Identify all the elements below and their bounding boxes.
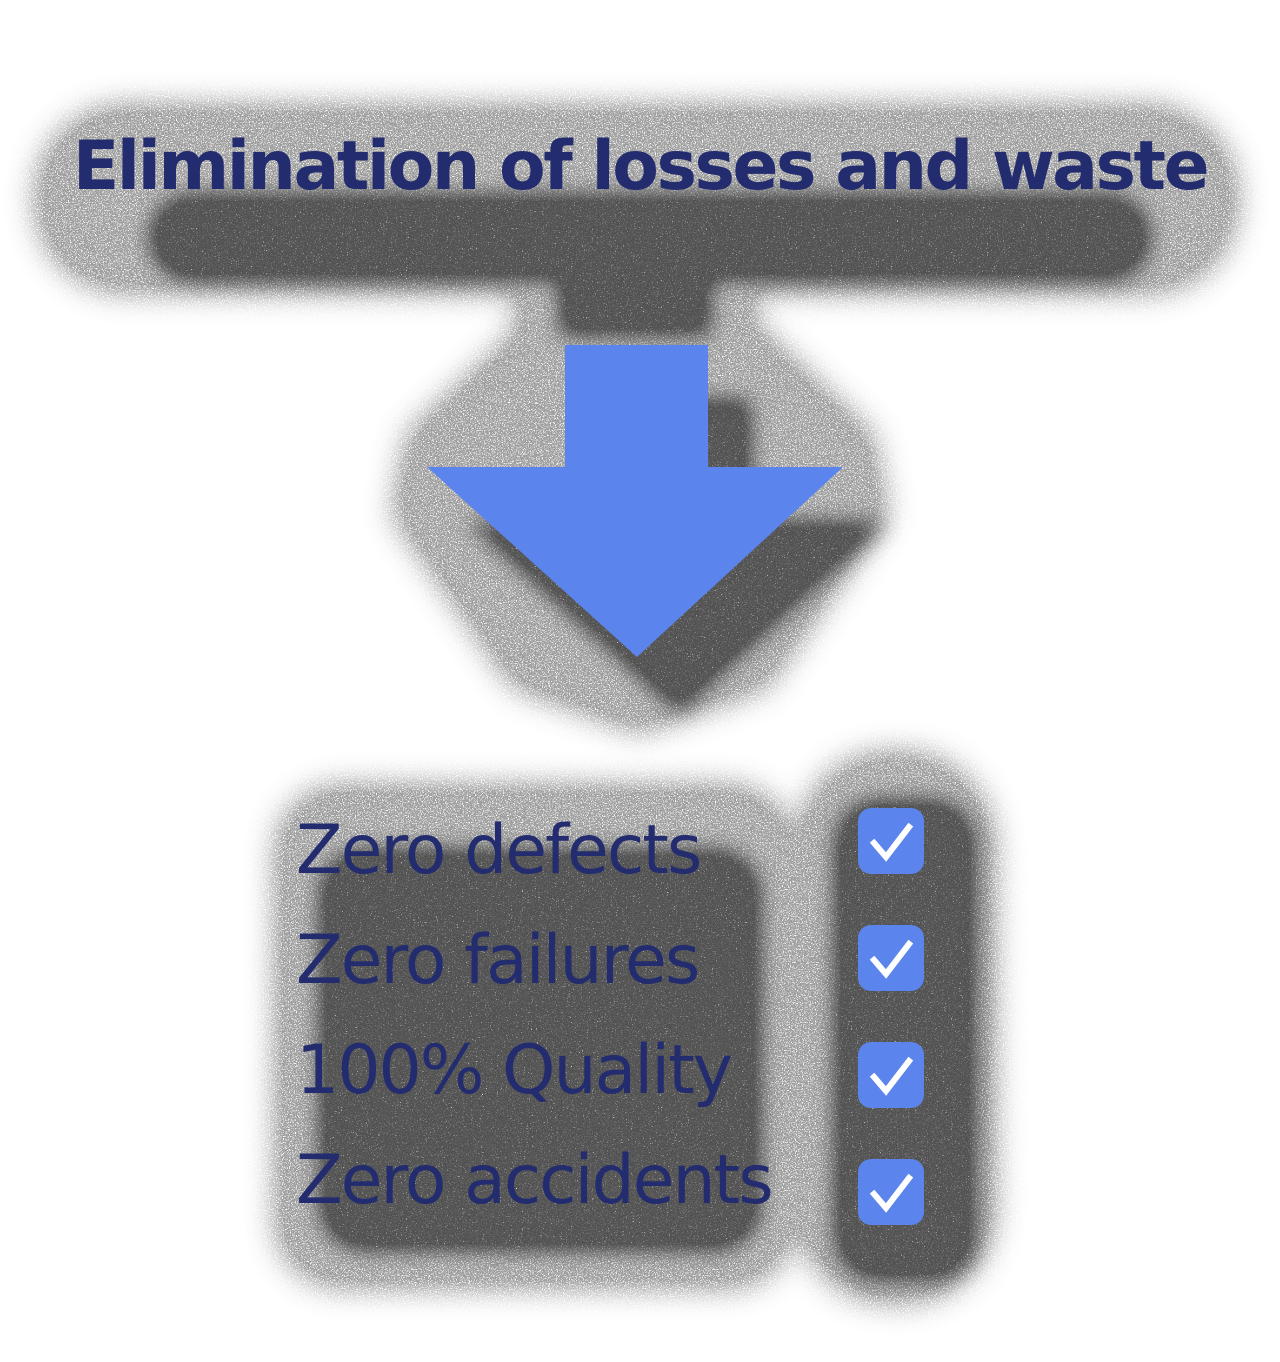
checked-checkbox-icon xyxy=(858,1159,924,1225)
checklist-item-zero-accidents: Zero accidents xyxy=(296,1141,774,1220)
checkmark-icon xyxy=(869,939,914,979)
checklist-item-zero-failures: Zero failures xyxy=(296,921,700,1000)
page-title: Elimination of losses and waste xyxy=(72,127,1210,206)
list-shadow-blob xyxy=(320,850,760,1250)
neck-shadow-blob xyxy=(560,280,710,335)
checklist-item-zero-defects: Zero defects xyxy=(296,811,702,890)
checkmark-icon xyxy=(869,1056,914,1096)
down-arrow-icon xyxy=(427,345,843,657)
title-shadow-blob xyxy=(150,195,1150,280)
checked-checkbox-icon xyxy=(858,1042,924,1108)
checked-checkbox-icon xyxy=(858,925,924,991)
checklist-item-100-quality: 100% Quality xyxy=(296,1031,733,1110)
checkmark-icon xyxy=(869,1173,914,1213)
checked-checkbox-icon xyxy=(858,808,924,874)
checkmark-icon xyxy=(869,822,914,862)
